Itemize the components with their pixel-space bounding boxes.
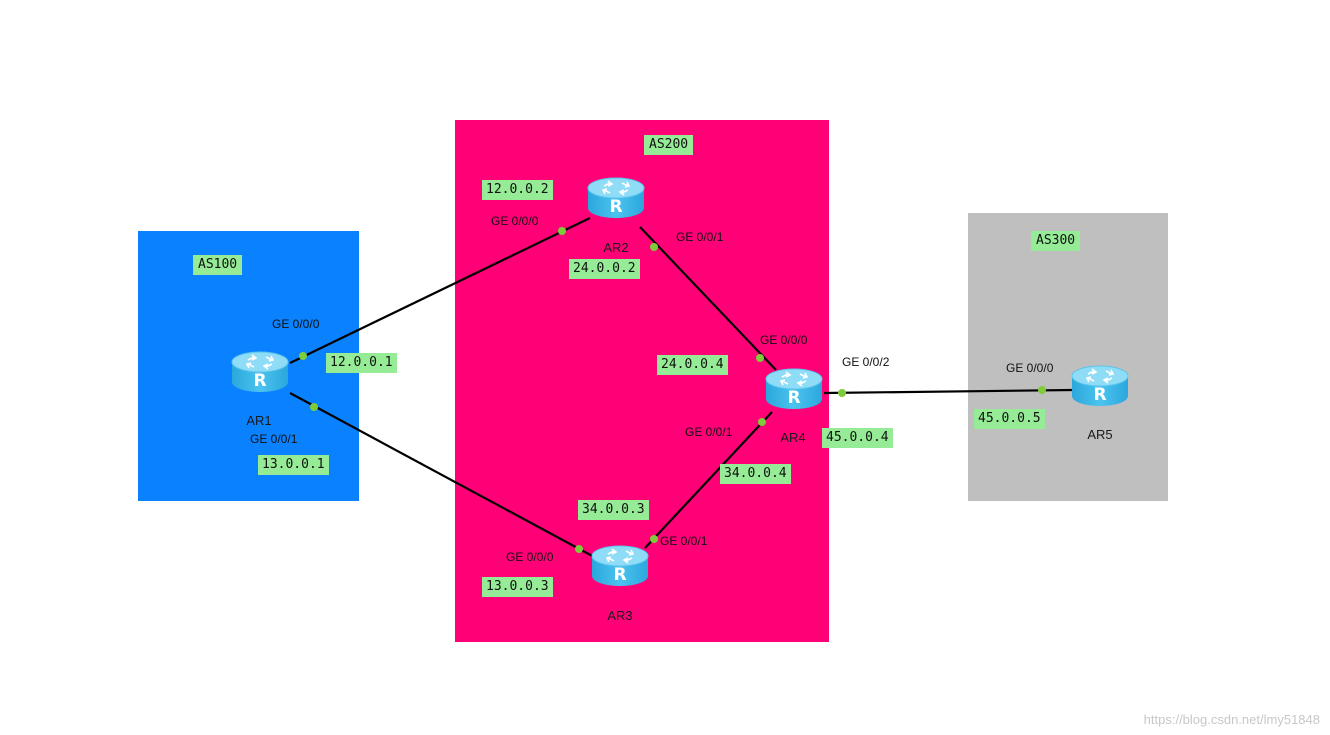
iface-ar4-g002: GE 0/0/2 bbox=[842, 355, 890, 369]
link-ar2-ar4 bbox=[639, 226, 777, 371]
iface-ar4-g000: GE 0/0/0 bbox=[760, 333, 808, 347]
ip-ar3-g000: 13.0.0.3 bbox=[482, 577, 553, 597]
link-ar1-ar3 bbox=[289, 392, 597, 559]
port-dot-ar1-g000 bbox=[299, 352, 307, 360]
router-label-ar3: AR3 bbox=[607, 608, 633, 623]
link-ar3-ar4 bbox=[644, 411, 773, 549]
port-dot-ar2-g000 bbox=[558, 227, 566, 235]
svg-text:R: R bbox=[1093, 385, 1106, 405]
router-label-ar5: AR5 bbox=[1087, 427, 1113, 442]
ip-ar4-g001: 34.0.0.4 bbox=[720, 464, 791, 484]
iface-ar4-g001: GE 0/0/1 bbox=[685, 425, 733, 439]
as300-label: AS300 bbox=[1031, 231, 1081, 251]
iface-ar2-g000: GE 0/0/0 bbox=[491, 214, 539, 228]
iface-ar1-g000: GE 0/0/0 bbox=[272, 317, 320, 331]
router-label-ar1: AR1 bbox=[246, 413, 272, 428]
router-icon[interactable]: R bbox=[1070, 362, 1130, 410]
svg-text:R: R bbox=[787, 388, 800, 408]
ip-ar1-g000: 12.0.0.1 bbox=[326, 353, 397, 373]
svg-text:R: R bbox=[253, 371, 266, 391]
ip-ar4-g000: 24.0.0.4 bbox=[657, 355, 728, 375]
watermark-text: https://blog.csdn.net/lmy51848 bbox=[1143, 712, 1320, 727]
router-label-ar2: AR2 bbox=[603, 240, 629, 255]
link-ar4-ar5 bbox=[823, 388, 1074, 395]
port-dot-ar4-g001 bbox=[758, 418, 766, 426]
ip-ar2-g000: 12.0.0.2 bbox=[482, 180, 553, 200]
port-dot-ar3-g000 bbox=[575, 545, 583, 553]
router-label-ar4: AR4 bbox=[780, 430, 806, 445]
iface-ar2-g001: GE 0/0/1 bbox=[676, 230, 724, 244]
ip-ar4-g002: 45.0.0.4 bbox=[822, 428, 893, 448]
router-icon[interactable]: R bbox=[230, 348, 290, 396]
port-dot-ar3-g001 bbox=[650, 535, 658, 543]
iface-ar5-g000: GE 0/0/0 bbox=[1006, 361, 1054, 375]
ip-ar5-g000: 45.0.0.5 bbox=[974, 409, 1045, 429]
iface-ar1-g001: GE 0/0/1 bbox=[250, 432, 298, 446]
svg-text:R: R bbox=[613, 565, 626, 585]
link-ar1-ar2 bbox=[289, 217, 591, 364]
as100-label: AS100 bbox=[193, 255, 243, 275]
port-dot-ar2-g001 bbox=[650, 243, 658, 251]
router-icon[interactable]: R bbox=[764, 365, 824, 413]
router-icon[interactable]: R bbox=[586, 174, 646, 222]
iface-ar3-g001: GE 0/0/1 bbox=[660, 534, 708, 548]
as200-label: AS200 bbox=[644, 135, 694, 155]
port-dot-ar4-g000 bbox=[756, 354, 764, 362]
as300-zone bbox=[968, 213, 1168, 501]
port-dot-ar5-g000 bbox=[1038, 386, 1046, 394]
router-icon[interactable]: R bbox=[590, 542, 650, 590]
iface-ar3-g000: GE 0/0/0 bbox=[506, 550, 554, 564]
ip-ar1-g001: 13.0.0.1 bbox=[258, 455, 329, 475]
ip-ar3-g001: 34.0.0.3 bbox=[578, 500, 649, 520]
svg-text:R: R bbox=[609, 197, 622, 217]
port-dot-ar1-g001 bbox=[310, 403, 318, 411]
port-dot-ar4-g002 bbox=[838, 389, 846, 397]
ip-ar2-g001: 24.0.0.2 bbox=[569, 259, 640, 279]
